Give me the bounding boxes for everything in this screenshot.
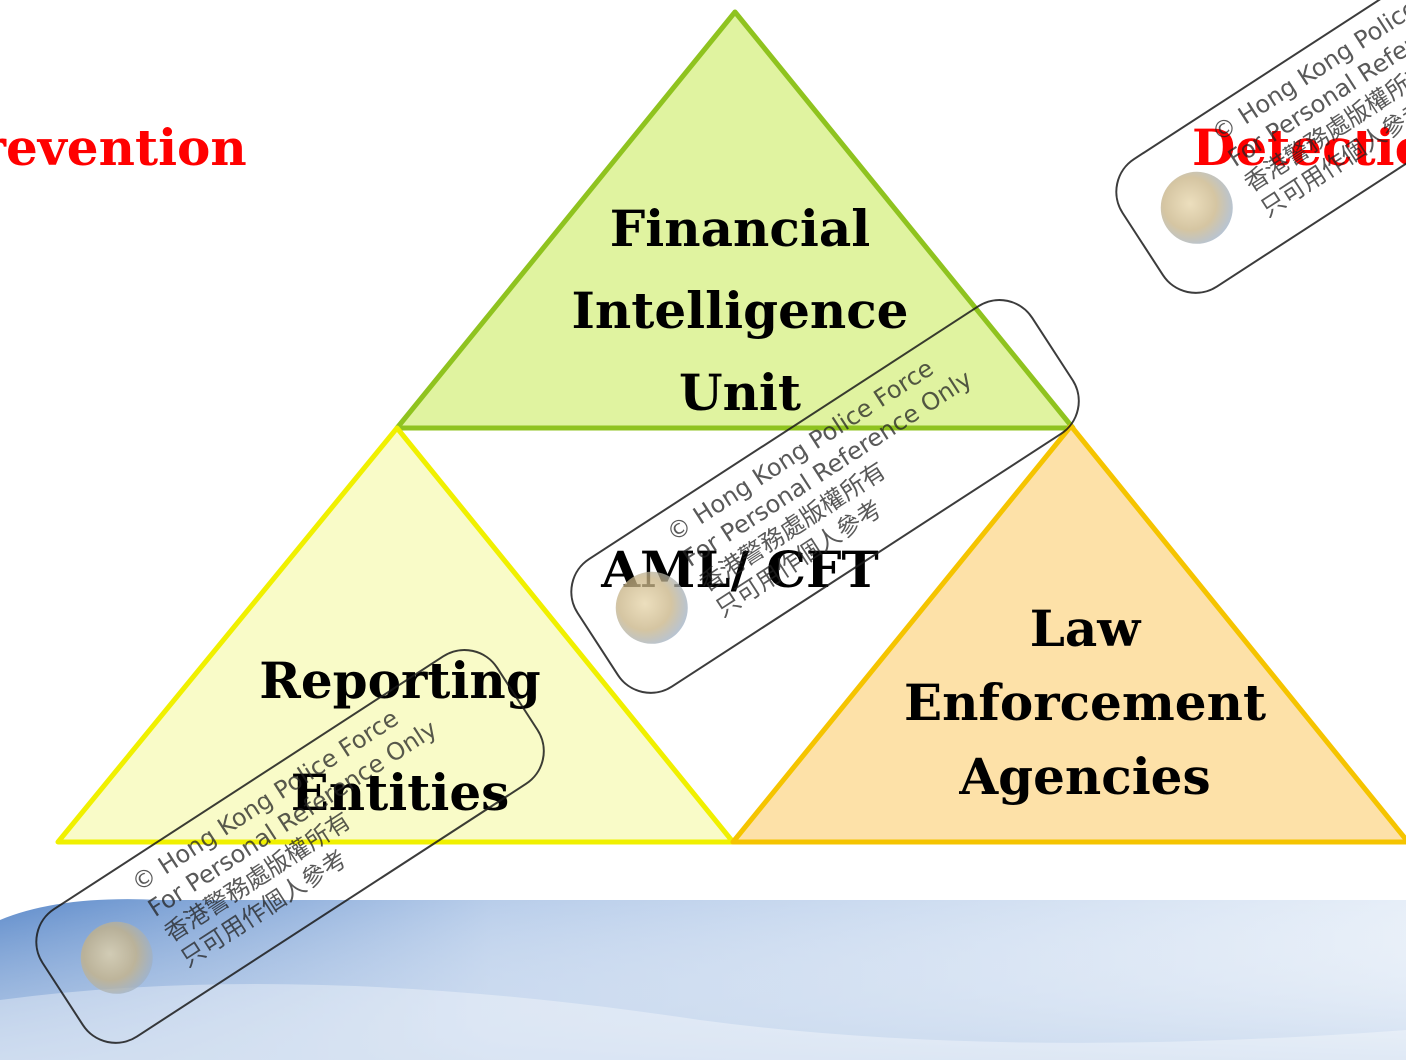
law-enforcement-label-line: Agencies bbox=[959, 747, 1211, 806]
triangle-fiu bbox=[394, 9, 1076, 431]
law-enforcement-label-line: Law bbox=[1029, 599, 1141, 658]
triangle-law-enforcement bbox=[730, 423, 1406, 845]
law-enforcement-label: Law Enforcement Agencies bbox=[880, 592, 1290, 814]
fiu-label-line: Unit bbox=[678, 363, 802, 422]
fiu-label: Financial Intelligence Unit bbox=[540, 188, 940, 434]
reporting-entities-label-line: Reporting bbox=[259, 651, 541, 710]
reporting-entities-label: Reporting Entities bbox=[220, 625, 580, 849]
detection-label: Detection bbox=[1192, 118, 1406, 177]
fiu-label-line: Intelligence bbox=[571, 281, 909, 340]
triangle-reporting-entities bbox=[55, 425, 736, 845]
prevention-label: Prevention bbox=[0, 118, 247, 177]
reporting-entities-label-line: Entities bbox=[290, 763, 510, 822]
law-enforcement-label-line: Enforcement bbox=[903, 673, 1267, 732]
bottom-blue-band bbox=[0, 899, 1406, 1060]
fiu-label-line: Financial bbox=[609, 199, 871, 258]
